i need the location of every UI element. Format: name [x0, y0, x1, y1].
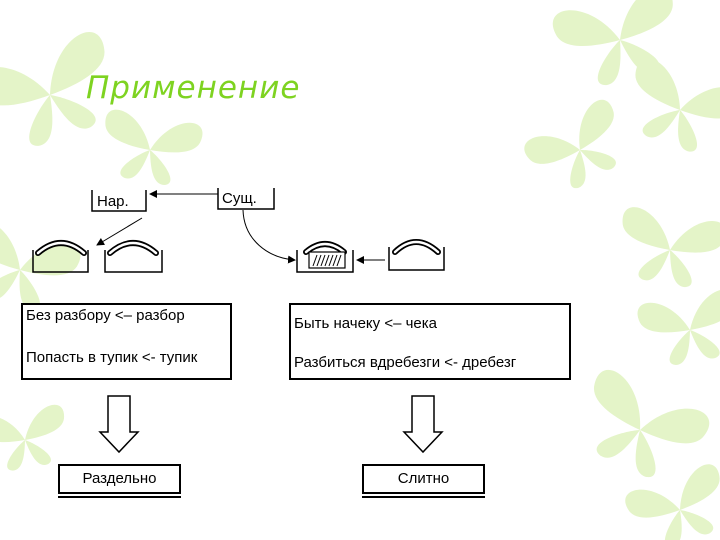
example-line: Быть начеку <– чека	[294, 315, 437, 332]
adverb-to-prefix-arrow	[96, 217, 143, 246]
prefix-arc-icon	[296, 241, 354, 273]
noun-to-prefix-arrow	[242, 209, 296, 264]
prefix-arc-icon	[32, 240, 89, 273]
noun-tag: Сущ.	[222, 190, 257, 207]
example-line: Попасть в тупик <- тупик	[26, 349, 198, 366]
example-line: Разбиться вдребезги <- дребезг	[294, 354, 517, 371]
noun-tag-bracket	[217, 188, 275, 210]
down-arrow-icon	[402, 395, 444, 454]
merged-result-box: Слитно	[362, 464, 485, 498]
down-arrow-icon	[98, 395, 140, 454]
adverb-tag-bracket	[91, 190, 147, 212]
left-examples-box: Без разбору <– разбор Попасть в тупик <-…	[21, 303, 232, 380]
example-line: Без разбору <– разбор	[26, 307, 185, 324]
prefix-arc-icon	[388, 239, 445, 271]
separate-result-box: Раздельно	[58, 464, 181, 498]
right-examples-box: Быть начеку <– чека Разбиться вдребезги …	[289, 303, 571, 380]
adverb-tag: Нар.	[97, 193, 129, 210]
slide-title: Применение	[86, 70, 301, 106]
prefix-arc-icon	[104, 240, 163, 273]
